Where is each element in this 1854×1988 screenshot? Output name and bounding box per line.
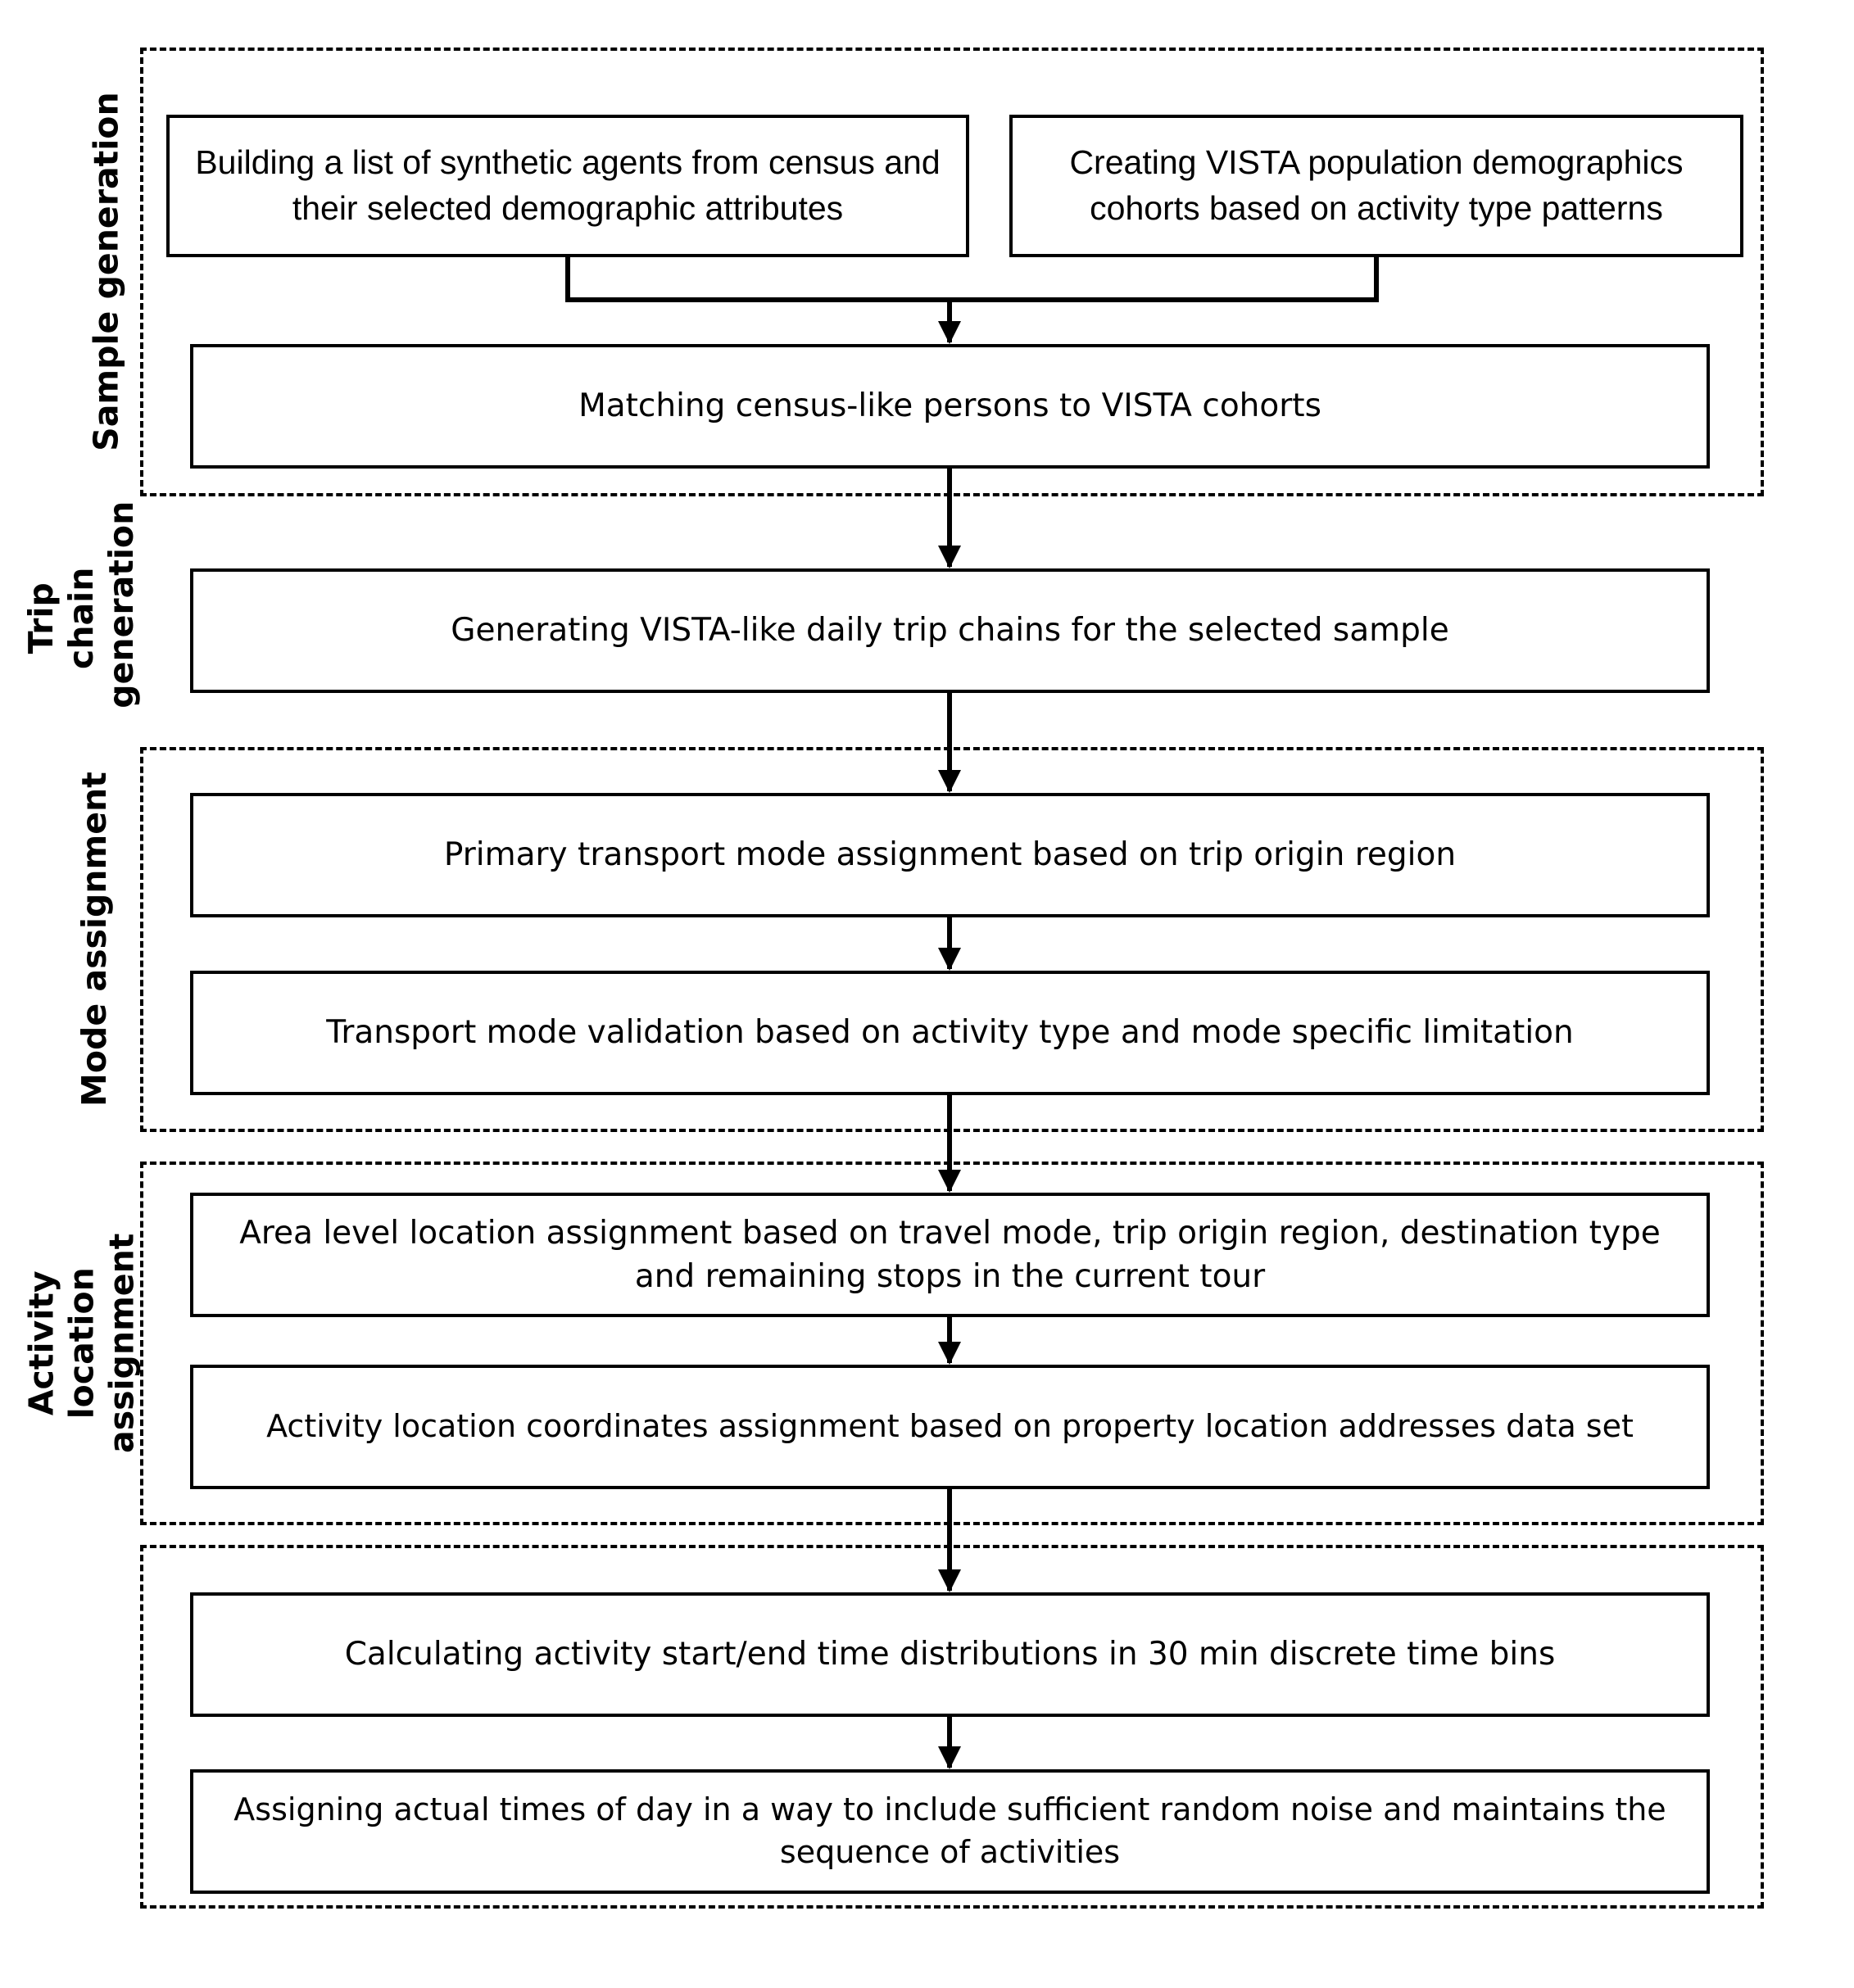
step-mode-validation: Transport mode validation based on activ… [190, 971, 1710, 1095]
step-actual-times: Assigning actual times of day in a way t… [190, 1769, 1710, 1894]
step-primary-mode: Primary transport mode assignment based … [190, 793, 1710, 917]
merge-connector [565, 257, 1379, 302]
step-area-location: Area level location assignment based on … [190, 1193, 1710, 1317]
step-matching: Matching census-like persons to VISTA co… [190, 344, 1710, 469]
step-build-agents: Building a list of synthetic agents from… [166, 115, 969, 257]
step-trip-chains: Generating VISTA-like daily trip chains … [190, 568, 1710, 693]
step-coordinates: Activity location coordinates assignment… [190, 1365, 1710, 1489]
step-time-distributions: Calculating activity start/end time dist… [190, 1592, 1710, 1717]
step-vista-cohorts: Creating VISTA population demographics c… [1009, 115, 1743, 257]
